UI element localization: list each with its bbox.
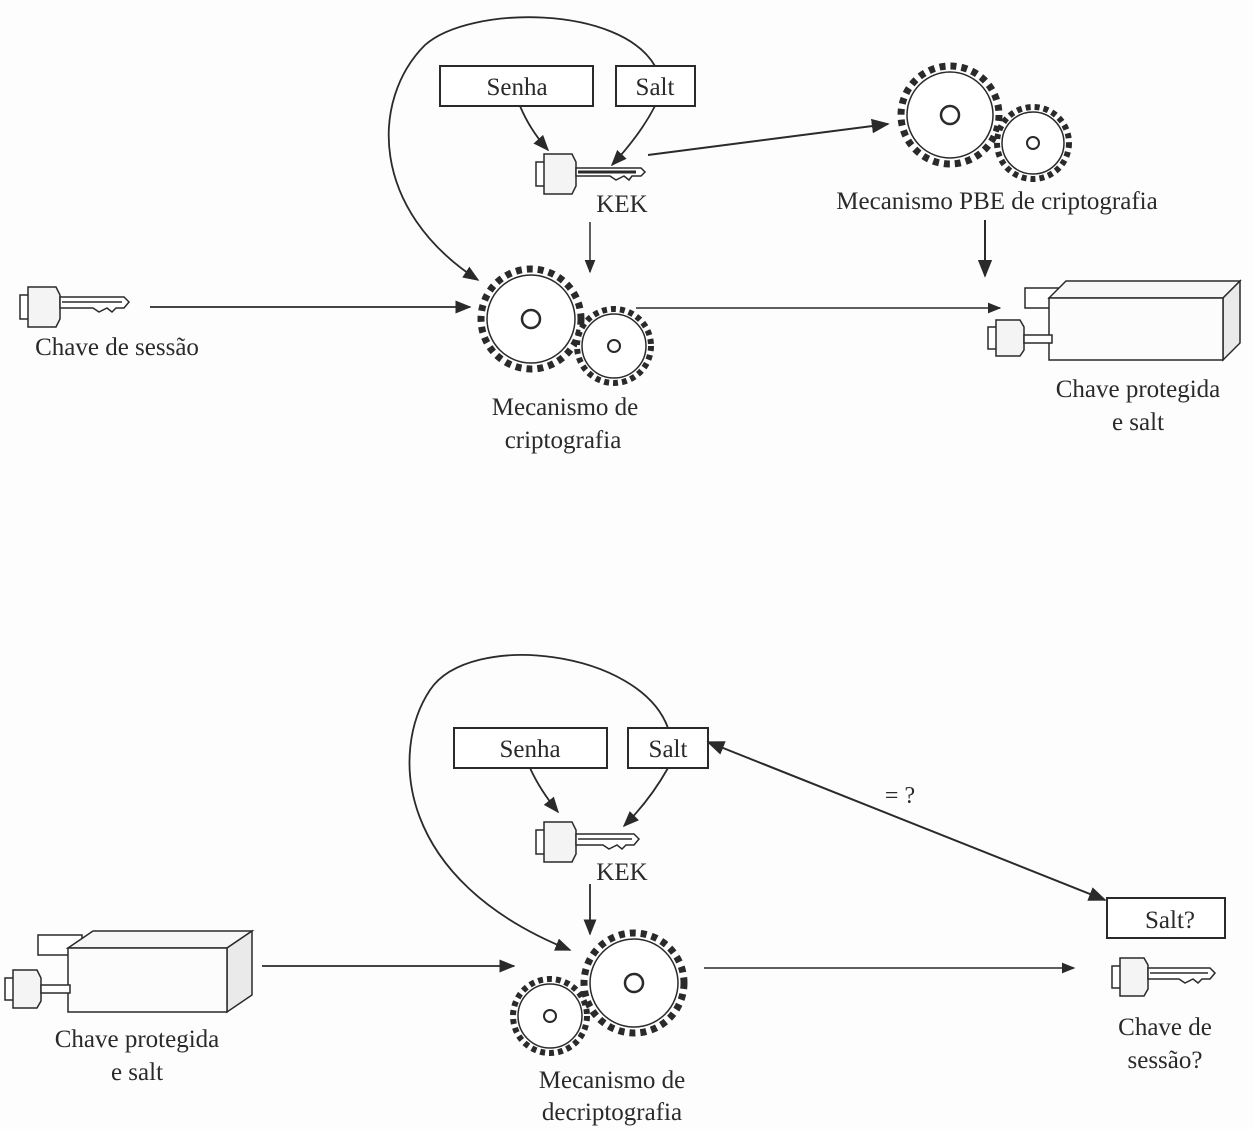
top-encrypt-label-line2: criptografia: [505, 427, 622, 454]
bottom-salt-label: Salt: [649, 736, 688, 763]
bottom-salt-loop-arrow: [409, 655, 668, 950]
bottom-salt-check-label: Salt?: [1145, 907, 1195, 934]
bottom-salt-compare-arrow: [708, 742, 1105, 900]
bottom-section: Senha Salt KEK = ? Salt?: [5, 655, 1225, 1126]
bottom-decrypt-label-line2: decriptografia: [542, 1099, 682, 1126]
bottom-decrypt-label-line1: Mecanismo de: [539, 1067, 685, 1094]
bottom-session-label-line2: sessão?: [1128, 1047, 1203, 1074]
bottom-protected-box-icon: [5, 931, 252, 1012]
bottom-session-key-icon: [1112, 958, 1215, 996]
top-pbe-gear-icon: [901, 66, 1069, 179]
top-protected-label-line2: e salt: [1112, 409, 1164, 436]
top-pbe-label: Mecanismo PBE de criptografia: [836, 188, 1157, 215]
top-section: Senha Salt KEK: [20, 17, 1240, 454]
top-encrypt-label-line1: Mecanismo de: [492, 394, 638, 421]
bottom-decrypt-gear-icon: [513, 933, 684, 1053]
bottom-kek-label: KEK: [596, 859, 647, 886]
top-password-label: Senha: [486, 74, 547, 101]
top-salt-to-kek-arrow: [612, 106, 655, 165]
bottom-protected-label-line1: Chave protegida: [55, 1026, 220, 1053]
bottom-kek-key-icon: [536, 822, 639, 862]
top-password-to-kek-arrow: [520, 106, 548, 150]
top-session-key-icon: [20, 287, 129, 327]
top-salt-label: Salt: [636, 74, 675, 101]
bottom-salt-check-box: Salt?: [1107, 898, 1225, 938]
top-protected-label-line1: Chave protegida: [1056, 376, 1221, 403]
bottom-compare-label: = ?: [885, 783, 915, 809]
top-kek-key-icon: [536, 154, 645, 194]
top-password-box: Senha: [440, 66, 593, 106]
top-encrypt-gear-icon: [481, 269, 651, 383]
bottom-session-label-line1: Chave de: [1118, 1014, 1212, 1041]
bottom-password-box: Senha: [454, 728, 607, 768]
top-session-key-label: Chave de sessão: [35, 334, 199, 361]
top-salt-loop-arrow: [389, 17, 655, 280]
bottom-password-to-kek-arrow: [530, 768, 558, 812]
top-protected-box-icon: [988, 281, 1240, 360]
top-salt-box: Salt: [616, 66, 695, 106]
top-kek-label: KEK: [596, 191, 647, 218]
top-kek-to-pbe-arrow: [648, 124, 888, 155]
bottom-salt-box: Salt: [628, 728, 708, 768]
bottom-protected-label-line2: e salt: [111, 1059, 163, 1086]
bottom-password-label: Senha: [499, 736, 560, 763]
bottom-salt-to-kek-arrow: [624, 768, 668, 826]
